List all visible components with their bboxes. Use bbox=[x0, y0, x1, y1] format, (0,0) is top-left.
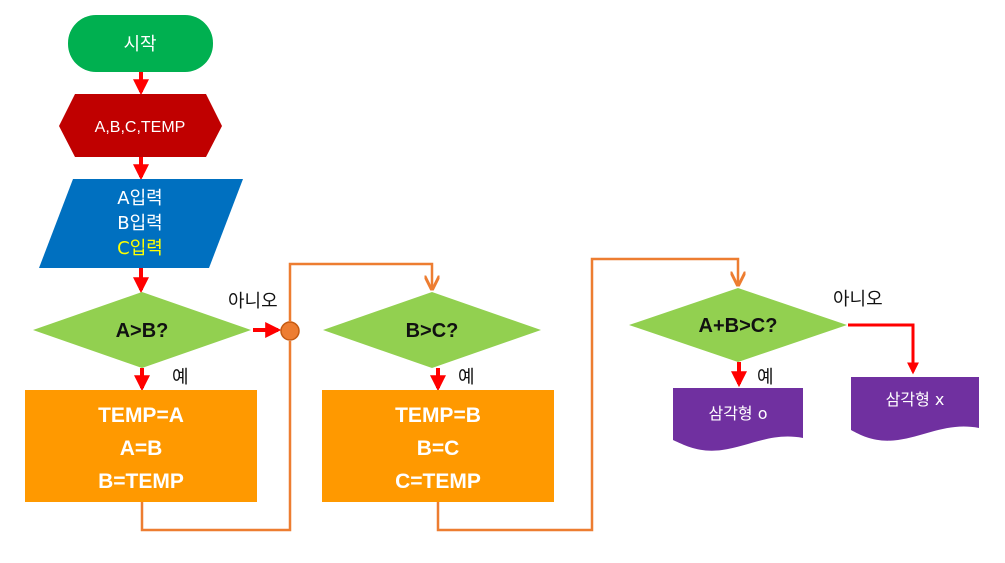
output-yes-label: 삼각형 o bbox=[708, 404, 767, 423]
process1-line-2: A=B bbox=[120, 437, 163, 460]
input-line-a: A입력 bbox=[117, 188, 162, 209]
output-yes-node bbox=[673, 388, 803, 451]
start-label: 시작 bbox=[123, 34, 156, 55]
decision1-yes-label: 예 bbox=[172, 367, 189, 388]
process2-node bbox=[322, 390, 554, 502]
line-connector-to-decision2 bbox=[288, 262, 432, 322]
decision3-no-label: 아니오 bbox=[833, 289, 883, 310]
decision1-no-label: 아니오 bbox=[228, 291, 278, 312]
start-node bbox=[68, 15, 213, 72]
process1-line-3: B=TEMP bbox=[98, 470, 184, 493]
decision3-node bbox=[629, 288, 847, 362]
decision2-yes-label: 예 bbox=[458, 367, 475, 388]
merge-connector bbox=[280, 321, 300, 341]
input-line-c: C입력 bbox=[117, 238, 163, 259]
declare-node bbox=[59, 94, 222, 157]
input-node bbox=[39, 179, 243, 268]
process1-line-1: TEMP=A bbox=[98, 404, 184, 427]
output-no-node bbox=[851, 377, 979, 441]
declare-label: A,B,C,TEMP bbox=[95, 119, 186, 136]
process1-node bbox=[25, 390, 257, 502]
process2-line-1: TEMP=B bbox=[395, 404, 481, 427]
output-no-label: 삼각형 x bbox=[886, 390, 945, 409]
decision1-node bbox=[33, 292, 251, 368]
line-process2-to-decision3 bbox=[436, 257, 738, 532]
input-line-b: B입력 bbox=[117, 213, 162, 234]
arrow-decision3-no bbox=[848, 323, 919, 375]
decision3-yes-label: 예 bbox=[757, 367, 774, 388]
process2-line-3: C=TEMP bbox=[395, 470, 481, 493]
decision2-label: B>C? bbox=[406, 320, 459, 342]
process2-line-2: B=C bbox=[417, 437, 460, 460]
decision2-node bbox=[323, 292, 541, 368]
decision1-label: A>B? bbox=[116, 320, 169, 342]
line-process1-to-connector bbox=[140, 341, 292, 532]
decision3-label: A+B>C? bbox=[699, 315, 778, 337]
